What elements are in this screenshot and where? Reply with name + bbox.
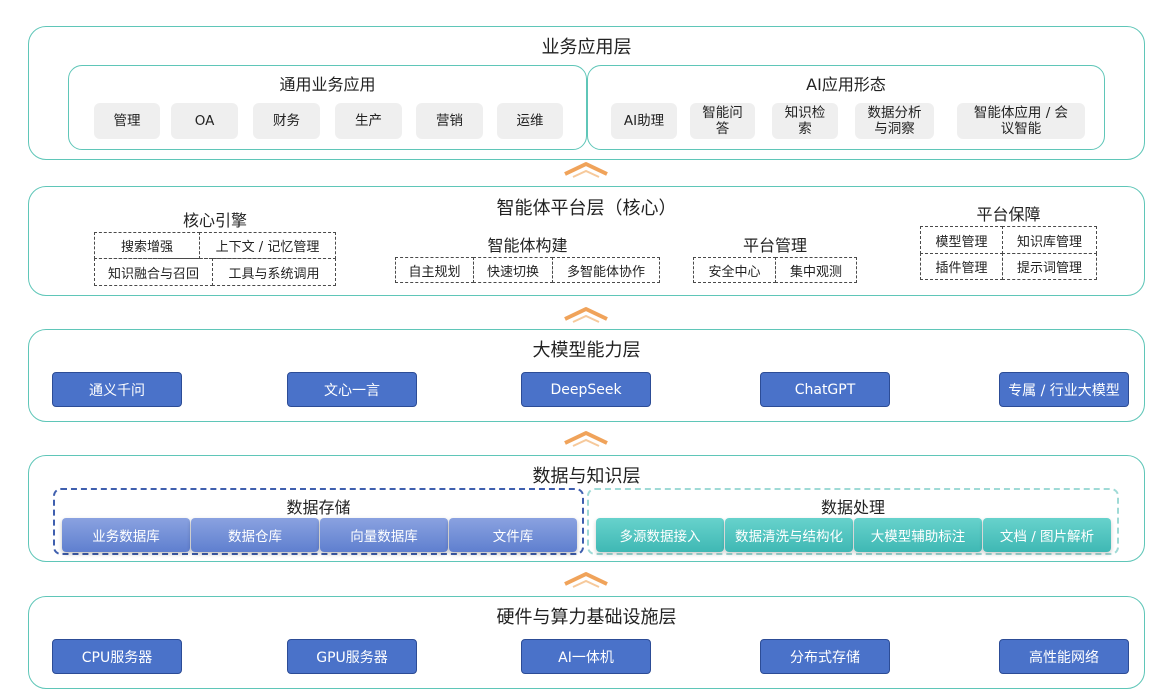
business-layer-title: 业务应用层 [541, 37, 632, 58]
processing-item-cleaning[interactable]: 数据清洗与结构化 [725, 518, 853, 552]
processing-item-labeling[interactable]: 大模型辅助标注 [854, 518, 982, 552]
model-layer-title: 大模型能力层 [532, 340, 641, 361]
app-chip-marketing[interactable]: 营销 [416, 103, 483, 139]
processing-group [587, 488, 1119, 555]
agent-build-title: 智能体构建 [487, 236, 568, 255]
platform-mgmt-title: 平台管理 [742, 236, 807, 255]
guard-cell-kb: 知识库管理 [1002, 226, 1097, 254]
app-chip-production[interactable]: 生产 [335, 103, 402, 139]
infra-button-storage[interactable]: 分布式存储 [760, 639, 890, 674]
platform-layer [28, 186, 1145, 296]
model-button-qwen[interactable]: 通义千问 [52, 372, 182, 407]
ai-chip-agent-apps[interactable]: 智能体应用 / 会 议智能 [957, 103, 1085, 139]
core-cell-knowledge: 知识融合与召回 [94, 258, 213, 286]
ai-chip-qa[interactable]: 智能问 答 [690, 103, 755, 139]
ai-chip-analytics[interactable]: 数据分析 与洞察 [855, 103, 934, 139]
mgmt-cell-observe: 集中观测 [775, 257, 857, 283]
general-apps-title: 通用业务应用 [279, 75, 376, 94]
app-chip-oa[interactable]: OA [171, 103, 238, 139]
chevron-up-icon [563, 569, 609, 589]
storage-group [53, 488, 584, 555]
core-cell-search: 搜索增强 [94, 232, 200, 259]
ai-chip-retrieval[interactable]: 知识检 索 [772, 103, 838, 139]
chevron-up-icon [563, 159, 609, 179]
ai-apps-title: AI应用形态 [806, 75, 886, 94]
agent-cell-switch: 快速切换 [473, 257, 553, 283]
core-engine-title: 核心引擎 [182, 211, 247, 230]
guard-cell-prompt: 提示词管理 [1002, 253, 1097, 280]
chevron-up-icon [563, 428, 609, 448]
model-button-chatgpt[interactable]: ChatGPT [760, 372, 890, 407]
data-layer-title: 数据与知识层 [532, 466, 641, 487]
processing-item-ingest[interactable]: 多源数据接入 [596, 518, 724, 552]
platform-guard-title: 平台保障 [976, 205, 1041, 224]
model-button-deepseek[interactable]: DeepSeek [521, 372, 651, 407]
storage-item-file-store[interactable]: 文件库 [449, 518, 577, 552]
infra-layer-title: 硬件与算力基础设施层 [496, 607, 677, 628]
processing-title: 数据处理 [820, 498, 885, 517]
processing-item-parsing[interactable]: 文档 / 图片解析 [983, 518, 1111, 552]
mgmt-cell-security: 安全中心 [693, 257, 776, 283]
storage-title: 数据存储 [286, 498, 351, 517]
chevron-up-icon [563, 304, 609, 324]
infra-button-network[interactable]: 高性能网络 [999, 639, 1129, 674]
core-cell-tools: 工具与系统调用 [212, 258, 336, 286]
ai-chip-assistant[interactable]: AI助理 [611, 103, 677, 139]
guard-cell-plugin: 插件管理 [920, 253, 1003, 280]
agent-cell-collab: 多智能体协作 [552, 257, 660, 283]
storage-item-vector-db[interactable]: 向量数据库 [320, 518, 448, 552]
storage-item-business-db[interactable]: 业务数据库 [62, 518, 190, 552]
app-chip-management[interactable]: 管理 [94, 103, 160, 139]
model-button-ernie[interactable]: 文心一言 [287, 372, 417, 407]
infra-button-ai-appliance[interactable]: AI一体机 [521, 639, 651, 674]
platform-layer-title: 智能体平台层（核心） [496, 198, 677, 219]
infra-button-cpu[interactable]: CPU服务器 [52, 639, 182, 674]
app-chip-operations[interactable]: 运维 [497, 103, 563, 139]
agent-cell-planning: 自主规划 [395, 257, 474, 283]
core-cell-context: 上下文 / 记忆管理 [199, 232, 336, 259]
storage-item-warehouse[interactable]: 数据仓库 [191, 518, 319, 552]
guard-cell-model: 模型管理 [920, 226, 1003, 254]
app-chip-finance[interactable]: 财务 [253, 103, 320, 139]
infra-button-gpu[interactable]: GPU服务器 [287, 639, 417, 674]
model-button-industry[interactable]: 专属 / 行业大模型 [999, 372, 1129, 407]
